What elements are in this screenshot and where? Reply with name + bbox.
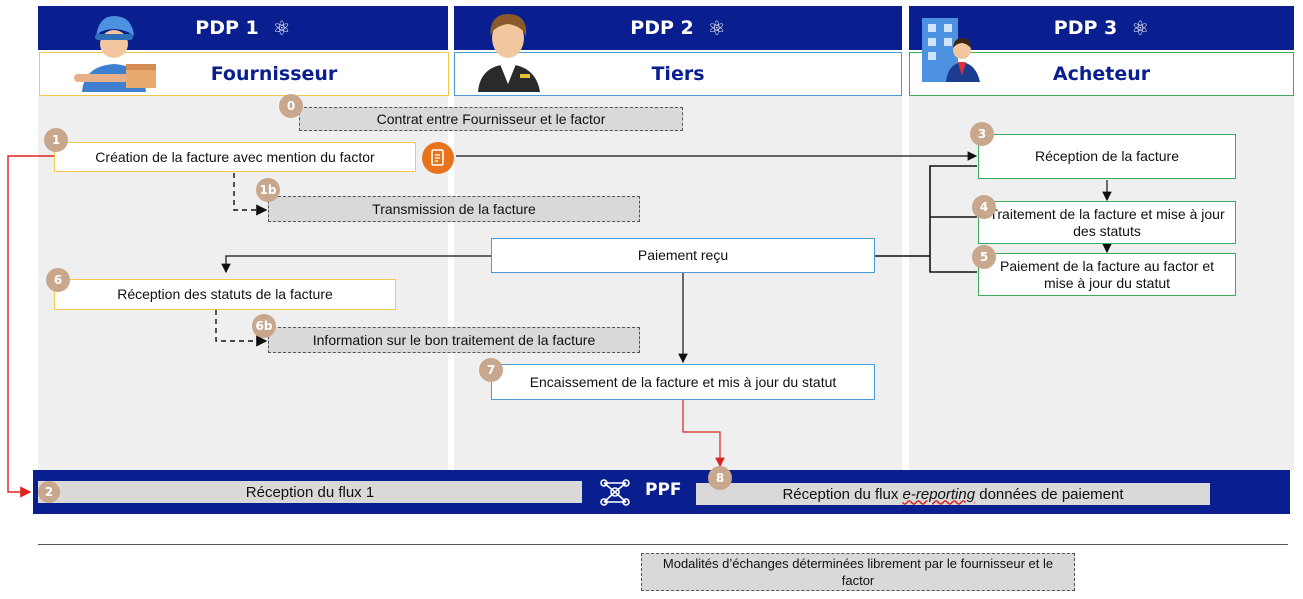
header-pdp3-label: PDP 3 — [1053, 17, 1118, 39]
ppf-network-icon — [598, 476, 632, 513]
header-pdp2: PDP 2 ⚛ — [454, 6, 902, 50]
role-tiers-label: Tiers — [651, 63, 705, 85]
step-3-box: Réception de la facture — [978, 134, 1236, 179]
payment-received-box: Paiement reçu — [491, 238, 875, 273]
step-2-box: Réception du flux 1 — [38, 481, 582, 503]
step-5-box: Paiement de la facture au factor et mise… — [978, 253, 1236, 296]
step-2-badge: 2 — [38, 481, 60, 503]
step-8-text-em: e-reporting — [902, 485, 976, 503]
atom-icon: ⚛ — [1131, 16, 1150, 40]
legend-text: Modalités d’échanges déterminées libreme… — [662, 556, 1054, 588]
header-pdp2-label: PDP 2 — [630, 17, 694, 39]
step-1-text: Création de la facture avec mention du f… — [95, 148, 375, 165]
step-1b-badge: 1b — [256, 178, 280, 202]
step-6-box: Réception des statuts de la facture — [54, 279, 396, 310]
step-2-text: Réception du flux 1 — [245, 483, 375, 501]
step-3-text: Réception de la facture — [1035, 148, 1179, 164]
step-4-badge: 4 — [972, 195, 996, 219]
header-pdp1-label: PDP 1 — [195, 17, 259, 39]
step-8-text-after: données de paiement — [975, 485, 1124, 503]
step-5-badge: 5 — [972, 245, 996, 269]
legend-divider — [38, 544, 1288, 545]
step-6b-text: Information sur le bon traitement de la … — [312, 331, 596, 348]
step-5-text: Paiement de la facture au factor et mise… — [999, 257, 1214, 291]
role-acheteur: Acheteur — [909, 52, 1294, 96]
column-bg-pdp2 — [454, 96, 902, 470]
step-6-text: Réception des statuts de la facture — [117, 286, 333, 302]
ppf-label: PPF — [645, 480, 682, 500]
step-4-box: Traitement de la facture et mise à jour … — [978, 201, 1236, 244]
step-8-box: Réception du flux e-reporting données de… — [696, 483, 1210, 505]
step-1b-box: Transmission de la facture — [268, 196, 640, 222]
legend-box: Modalités d’échanges déterminées libreme… — [641, 553, 1075, 591]
header-pdp3: PDP 3 ⚛ — [909, 6, 1294, 50]
role-fournisseur-label: Fournisseur — [210, 63, 338, 85]
step-0-box: Contrat entre Fournisseur et le factor — [299, 107, 683, 131]
atom-icon: ⚛ — [707, 16, 726, 40]
step-8-text-before: Réception du flux — [782, 485, 903, 503]
atom-icon: ⚛ — [272, 16, 291, 40]
step-6b-badge: 6b — [252, 314, 276, 338]
step-8-text: Réception du flux e-reporting données de… — [782, 486, 1123, 503]
step-7-box: Encaissement de la facture et mis à jour… — [491, 364, 875, 400]
step-6-badge: 6 — [46, 268, 70, 292]
step-8-badge: 8 — [708, 466, 732, 490]
step-4-text: Traitement de la facture et mise à jour … — [989, 205, 1225, 239]
step-3-badge: 3 — [970, 122, 994, 146]
role-acheteur-label: Acheteur — [1052, 63, 1151, 85]
step-1-badge: 1 — [44, 128, 68, 152]
step-0-text: Contrat entre Fournisseur et le factor — [376, 110, 606, 127]
invoice-document-icon — [422, 142, 454, 174]
step-1-box: Création de la facture avec mention du f… — [54, 142, 416, 172]
step-7-text: Encaissement de la facture et mis à jour… — [529, 373, 837, 390]
step-0-badge: 0 — [279, 94, 303, 118]
step-1b-text: Transmission de la facture — [372, 200, 536, 217]
step-6b-box: Information sur le bon traitement de la … — [268, 327, 640, 353]
payment-received-text: Paiement reçu — [637, 247, 729, 263]
step-7-badge: 7 — [479, 358, 503, 382]
